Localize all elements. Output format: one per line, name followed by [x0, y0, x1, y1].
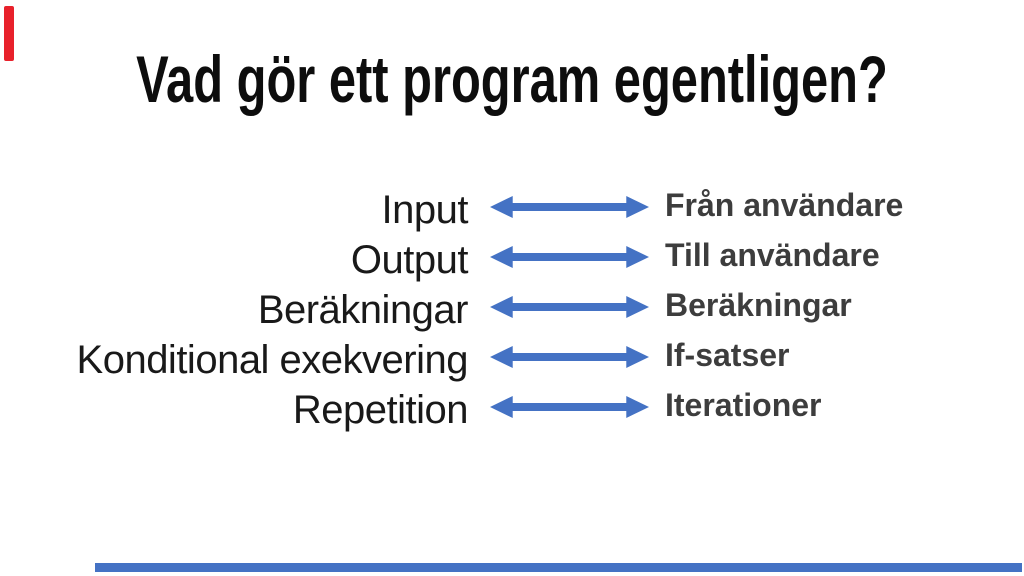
right-term: If-satser [665, 336, 790, 373]
mapping-row: Input Från användare [0, 182, 1024, 232]
mapping-row: Konditional exekvering If-satser [0, 332, 1024, 382]
mapping-row: Beräkningar Beräkningar [0, 282, 1024, 332]
left-term: Konditional exekvering [76, 337, 469, 382]
mapping-row: Repetition Iterationer [0, 382, 1024, 432]
left-term: Input [381, 187, 469, 232]
double-arrow-icon [490, 395, 649, 419]
bottom-progress-bar [0, 563, 1024, 572]
page-title: Vad gör ett program egentligen? [136, 42, 888, 116]
double-arrow-icon [490, 345, 649, 369]
double-arrow-icon [490, 295, 649, 319]
red-accent-bar [4, 6, 14, 61]
right-term: Beräkningar [665, 286, 852, 323]
left-term: Repetition [292, 387, 469, 432]
right-term: Från användare [665, 186, 904, 223]
double-arrow-icon [490, 195, 649, 219]
mapping-row: Output Till användare [0, 232, 1024, 282]
left-term: Output [350, 237, 469, 282]
right-term: Till användare [665, 236, 880, 273]
right-term: Iterationer [665, 386, 822, 423]
double-arrow-icon [490, 245, 649, 269]
left-term: Beräkningar [257, 287, 469, 332]
mapping-list: Input Från användare Output Till använda… [0, 182, 1024, 432]
bottom-progress-fill [95, 563, 1022, 572]
